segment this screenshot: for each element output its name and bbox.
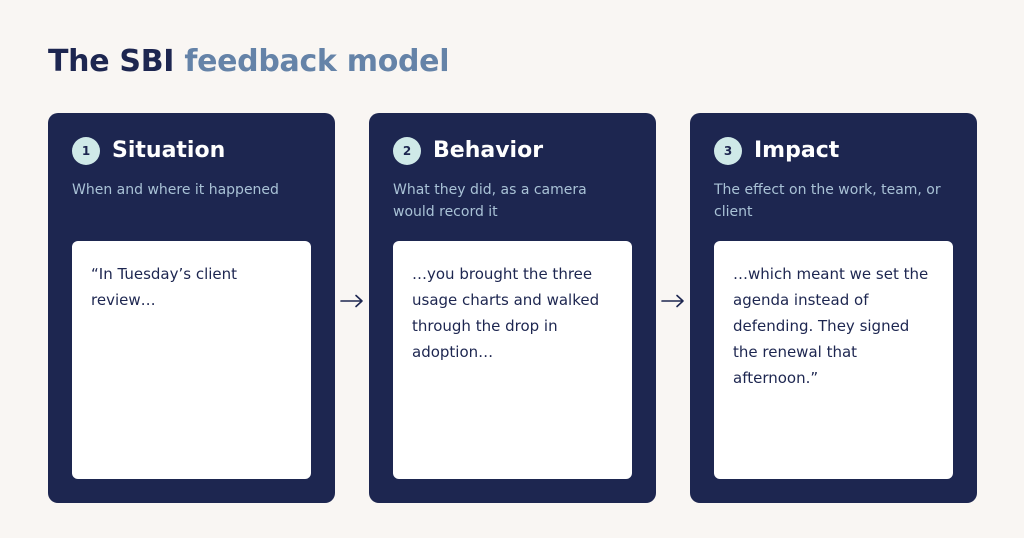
step-number-badge: 1 — [72, 137, 100, 165]
step-number-badge: 3 — [714, 137, 742, 165]
step-title: Impact — [754, 138, 840, 163]
step-subtitle: The effect on the work, team, or client — [714, 182, 941, 220]
step-card-situation: 1 Situation When and where it happened “… — [48, 113, 335, 503]
quote-box: “In Tuesday’s client review… — [72, 241, 311, 479]
step-title: Behavior — [433, 138, 544, 163]
title-accent: feedback model — [184, 44, 450, 79]
quote-text: …you brought the three usage charts and … — [412, 265, 600, 361]
step-subtitle: When and where it happened — [72, 182, 279, 198]
page-title: The SBI feedback model — [48, 40, 450, 84]
quote-text: “In Tuesday’s client review… — [91, 265, 238, 309]
step-subtitle: What they did, as a camera would record … — [393, 182, 587, 220]
step-card-impact: 3 Impact The effect on the work, team, o… — [690, 113, 977, 503]
right-arrow-icon — [661, 294, 684, 308]
quote-text: …which meant we set the agenda instead o… — [733, 265, 929, 387]
quote-box: …you brought the three usage charts and … — [393, 241, 632, 479]
title-main: The SBI — [48, 44, 175, 79]
quote-box: …which meant we set the agenda instead o… — [714, 241, 953, 479]
step-number-badge: 2 — [393, 137, 421, 165]
step-title: Situation — [112, 138, 226, 163]
step-card-behavior: 2 Behavior What they did, as a camera wo… — [369, 113, 656, 503]
right-arrow-icon — [340, 294, 363, 308]
